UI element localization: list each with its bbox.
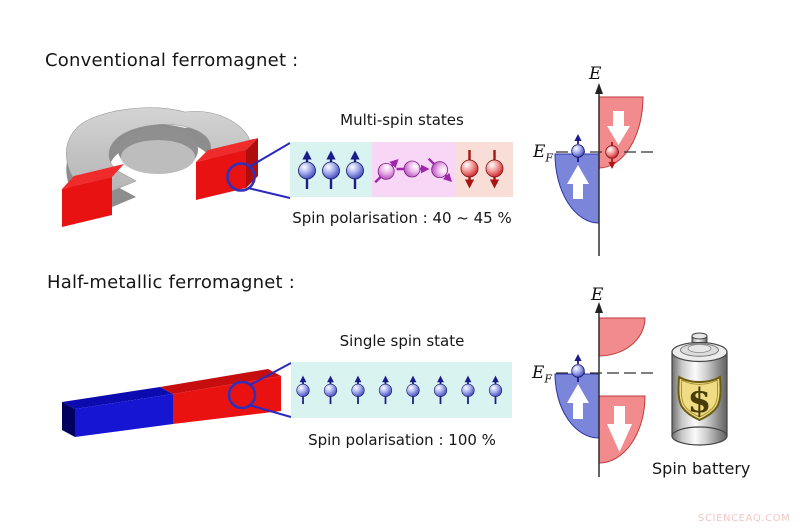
band-diagram-conventional bbox=[554, 83, 657, 256]
majority-spin-arrow-icon bbox=[567, 384, 589, 419]
bar-top-blue bbox=[62, 387, 173, 409]
section-title-conventional: Conventional ferromagnet : bbox=[45, 50, 299, 71]
connector-line bbox=[249, 362, 292, 386]
section-title-half-metallic: Half-metallic ferromagnet : bbox=[47, 272, 295, 293]
connector-line bbox=[248, 142, 291, 168]
battery-top-ring-inner bbox=[687, 344, 712, 353]
fermi-sub: F bbox=[545, 151, 554, 165]
fermi-level-label-bottom: EF bbox=[532, 363, 552, 385]
fermi-base: E bbox=[533, 142, 546, 162]
fermi-sub: F bbox=[544, 372, 553, 386]
multi-spin-states-label: Multi-spin states bbox=[340, 111, 464, 129]
battery-bottom bbox=[671, 426, 728, 446]
dollar-shield bbox=[677, 375, 722, 422]
connector-line bbox=[248, 404, 292, 418]
zoom-circle-top bbox=[226, 162, 256, 192]
single-spin-state-label: Single spin state bbox=[339, 332, 465, 350]
minority-spin-arrow-icon bbox=[607, 406, 632, 452]
bar-magnet-icon bbox=[62, 362, 292, 437]
energy-axis-label-bottom: E bbox=[591, 285, 604, 305]
majority-spin-arrow-icon bbox=[567, 165, 589, 199]
magnet-pole-left bbox=[62, 164, 124, 227]
horseshoe-hole-floor bbox=[121, 140, 195, 174]
spin-down-band-upper bbox=[598, 317, 646, 357]
bar-top-red bbox=[160, 369, 281, 394]
battery-terminal-top bbox=[691, 332, 708, 340]
dollar-icon: $ bbox=[688, 381, 712, 421]
connector-line bbox=[247, 187, 291, 199]
axis-arrowhead-icon bbox=[595, 83, 603, 94]
bar-front-blue bbox=[75, 394, 173, 437]
horseshoe-side-face bbox=[66, 123, 254, 215]
energy-axis-label-top: E bbox=[589, 64, 602, 84]
band-diagram-half-metal bbox=[554, 302, 658, 477]
spin-battery-label: Spin battery bbox=[652, 459, 751, 478]
minority-spin-arrow-icon bbox=[607, 111, 630, 145]
watermark: SCIENCEAQ.COM bbox=[698, 513, 791, 524]
dollar-shield-inner-line bbox=[680, 379, 719, 418]
polarisation-value-bottom: Spin polarisation : 100 % bbox=[308, 431, 496, 449]
bar-end-face bbox=[62, 402, 75, 437]
axis-arrowhead-icon bbox=[595, 302, 603, 313]
horseshoe-magnet-icon bbox=[62, 107, 291, 227]
battery-icon: $ bbox=[671, 332, 728, 446]
fermi-base: E bbox=[532, 363, 545, 383]
single-spin-box bbox=[291, 362, 512, 418]
zoom-circle-bottom bbox=[227, 380, 257, 410]
fermi-level-label-top: EF bbox=[533, 142, 553, 164]
multi-spin-box bbox=[290, 142, 513, 197]
polarisation-value-top: Spin polarisation : 40 ~ 45 % bbox=[292, 209, 512, 227]
